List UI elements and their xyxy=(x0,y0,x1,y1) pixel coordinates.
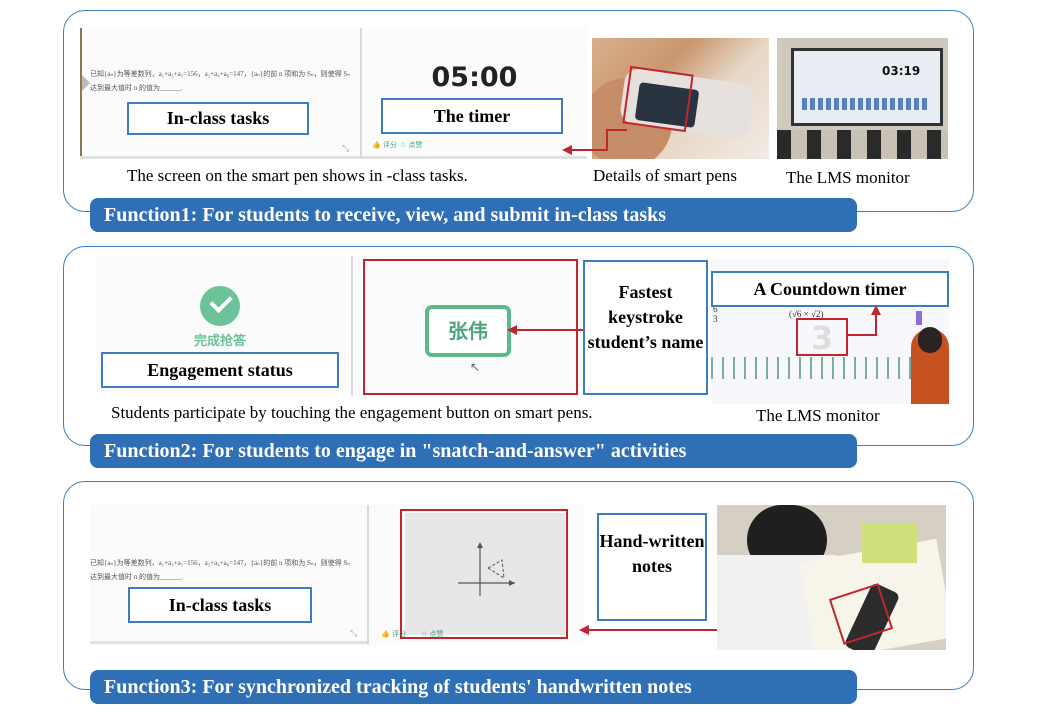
monitor-grid xyxy=(802,98,927,110)
caption-lms-monitor-2: The LMS monitor xyxy=(756,406,880,425)
monitor-timer: 03:19 xyxy=(882,64,921,78)
pen-to-screen-arrow xyxy=(562,129,627,155)
expand-icon[interactable]: ⤡ xyxy=(342,144,350,154)
countdown-highlight xyxy=(796,318,848,356)
caption-pen-details: Details of smart pens xyxy=(593,166,737,185)
in-class-tasks-label-3: In-class tasks xyxy=(128,587,312,623)
purple-marker xyxy=(916,311,922,325)
student-heads xyxy=(777,130,948,159)
fastest-student-text: Fastest keystroke student’s name xyxy=(587,282,704,352)
notes-canvas xyxy=(405,513,565,635)
countdown-timer-label: A Countdown timer xyxy=(711,271,949,307)
student-number-grid xyxy=(711,357,911,379)
like-label: 点赞 xyxy=(408,141,423,149)
timer-label: The timer xyxy=(381,98,563,134)
student-writing-photo xyxy=(717,505,946,650)
math-expression: (√6 × √2) xyxy=(789,309,824,319)
screen-bottom-rule xyxy=(362,156,587,159)
pen-screen-highlight xyxy=(622,65,694,133)
screen-divider xyxy=(367,505,369,645)
name-arrow xyxy=(507,325,583,335)
screen-divider xyxy=(351,256,353,396)
review-button[interactable]: 👍 评分 xyxy=(372,141,397,149)
complete-answer-text: 完成抢答 xyxy=(193,334,246,349)
caption-lms-monitor: The LMS monitor xyxy=(786,168,910,187)
student-head xyxy=(918,327,942,353)
pen-screen-question: 已知{aₙ}为等差数列，a₁+a₃+a₅=156，a₂+a₄+a₆=147，{a… xyxy=(80,28,360,159)
function1-banner: Function1: For students to receive, view… xyxy=(90,198,857,232)
caption-pen-screen: The screen on the smart pen shows in -cl… xyxy=(127,166,468,185)
pen-screen-question-3: 已知{aₙ}为等差数列，a₁+a₃+a₅=156，a₂+a₄+a₆=147，{a… xyxy=(90,505,367,645)
question-line-1: 已知{aₙ}为等差数列，a₁+a₃+a₅=156，a₂+a₄+a₆=147，{a… xyxy=(90,559,351,567)
fastest-student-label: Fastest keystroke student’s name xyxy=(583,260,708,395)
expand-icon[interactable]: ⤡ xyxy=(350,629,358,639)
screen-left-border xyxy=(80,28,82,159)
timer-value: 05:00 xyxy=(431,62,518,93)
question-line-2: 达到最大值时 n 的值为______. xyxy=(90,573,183,581)
function2-banner: Function2: For students to engage in "sn… xyxy=(90,434,857,468)
name-screen-highlight xyxy=(363,259,578,395)
caption-participate: Students participate by touching the eng… xyxy=(111,403,593,422)
like-label: 点赞 xyxy=(429,630,444,638)
green-book xyxy=(862,523,917,563)
like-button[interactable]: ☆ 点赞 xyxy=(421,630,444,638)
countdown-digit: 3 xyxy=(811,319,834,357)
like-button[interactable]: ☆ 点赞 xyxy=(400,141,423,149)
monitor-screen xyxy=(791,48,943,126)
pen-screen-timer: 05:00 👍 评分 ☆ 点赞 xyxy=(362,28,587,159)
question-line-2: 达到最大值时 n 的值为______. xyxy=(90,84,183,92)
check-icon xyxy=(200,286,240,326)
notes-highlight xyxy=(400,509,568,639)
review-label: 评分 xyxy=(382,141,397,149)
smart-pen-photo xyxy=(592,38,769,159)
handwritten-notes-label: Hand-written notes xyxy=(597,513,707,621)
notes-arrow xyxy=(579,625,725,635)
in-class-tasks-label: In-class tasks xyxy=(127,102,309,135)
cursor-icon: ↖ xyxy=(470,360,481,374)
question-line-1: 已知{aₙ}为等差数列，a₁+a₃+a₅=156，a₂+a₄+a₆=147，{a… xyxy=(90,70,351,78)
play-arrow-icon xyxy=(82,75,90,91)
countdown-arrow xyxy=(846,305,881,336)
review-button[interactable]: 👍 评分 xyxy=(381,630,406,638)
screen-divider xyxy=(360,28,362,159)
function3-banner: Function3: For synchronized tracking of … xyxy=(90,670,857,704)
screen-bottom-rule xyxy=(80,156,360,159)
engagement-status-label: Engagement status xyxy=(101,352,339,388)
student-name-button[interactable]: 张伟 xyxy=(425,305,511,357)
handwritten-sketch xyxy=(458,542,515,596)
screen-bottom-rule xyxy=(90,641,367,644)
lms-monitor-photo: 03:19 xyxy=(777,38,948,159)
student-name: 张伟 xyxy=(448,319,488,343)
review-label: 评分 xyxy=(391,630,406,638)
notes-screen: 👍 评分 ☆ 点赞 xyxy=(369,505,584,645)
handwritten-notes-text: Hand-written notes xyxy=(599,531,705,576)
